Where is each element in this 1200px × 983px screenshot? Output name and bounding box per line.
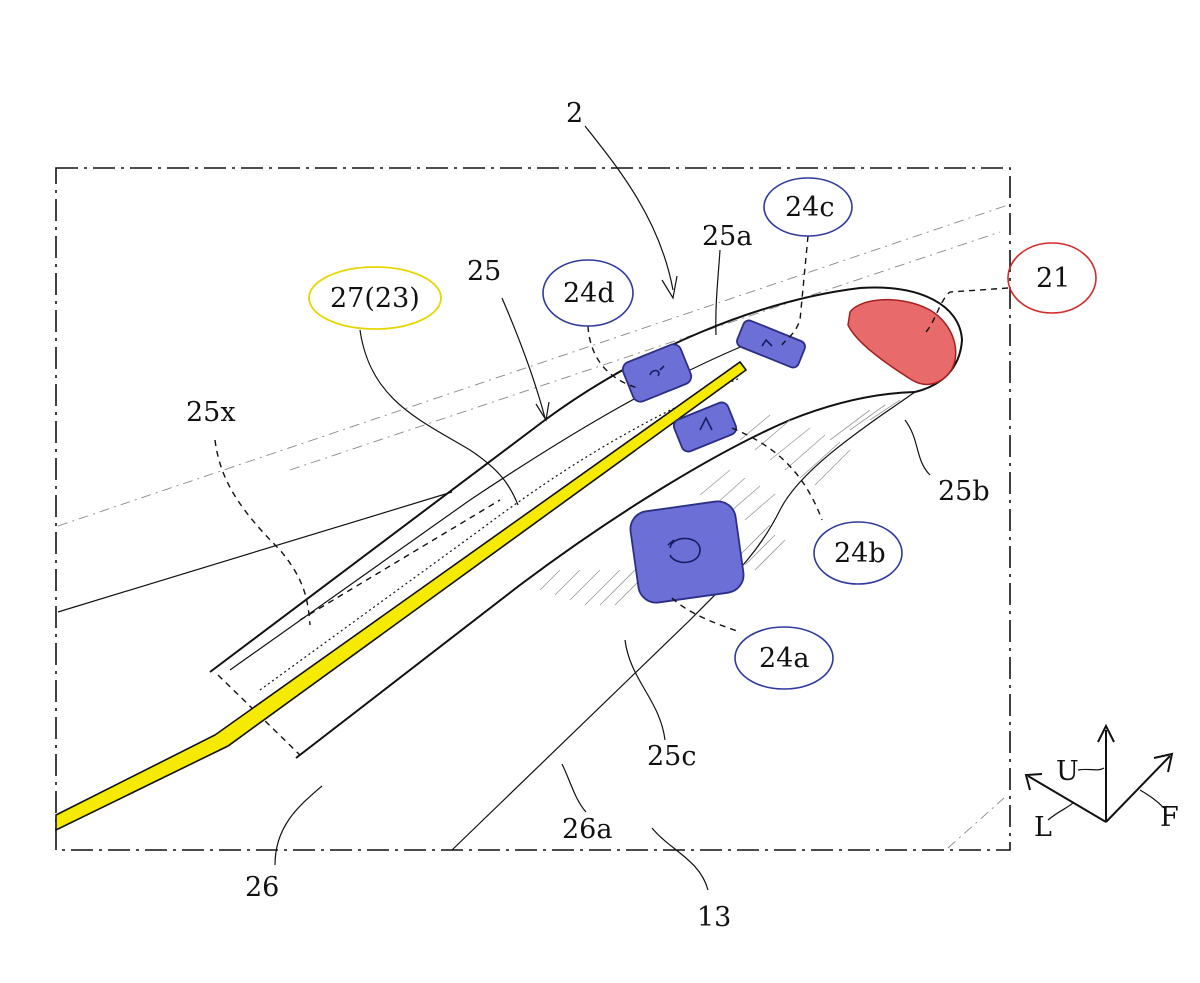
- red-sensor: [847, 299, 957, 386]
- leader-24b: [731, 427, 823, 521]
- arm-tip-contour: [451, 391, 916, 851]
- label-13: 13: [697, 902, 731, 933]
- circle-24a: [734, 626, 834, 690]
- label-26: 26: [245, 872, 279, 903]
- label-2: 2: [566, 98, 583, 129]
- button-24b: [672, 401, 738, 453]
- shading-hatch: [539, 399, 901, 606]
- circle-27-23: [308, 266, 442, 330]
- guide-line-lower: [289, 231, 1001, 471]
- button-24d: [621, 343, 693, 403]
- label-24a: 24a: [759, 643, 809, 674]
- arrowhead-25: [535, 401, 550, 422]
- guide-line-upper: [57, 204, 1009, 527]
- axis-label-up: U: [1056, 756, 1079, 787]
- leader-13: [651, 827, 709, 891]
- label-21: 21: [1036, 263, 1070, 294]
- axis-indicator: [1024, 723, 1174, 823]
- leader-25a: [715, 249, 721, 336]
- label-27-23: 27(23): [330, 283, 420, 314]
- body-line: [57, 491, 453, 613]
- label-24c: 24c: [785, 192, 834, 223]
- button-24c: [736, 319, 806, 369]
- label-24d: 24d: [563, 278, 615, 309]
- leader-25b: [904, 419, 931, 476]
- circle-24b: [813, 521, 903, 585]
- leader-25c: [624, 639, 666, 741]
- leader-21: [925, 287, 1009, 333]
- arm-lower-contour: [295, 391, 916, 759]
- label-24b: 24b: [834, 538, 886, 569]
- circle-24d: [542, 259, 634, 327]
- label-25c: 25c: [647, 741, 696, 772]
- groove-inner-top: [229, 344, 746, 671]
- label-25a: 25a: [702, 221, 752, 252]
- yellow-strip: [55, 360, 748, 832]
- leader-27-23: [359, 329, 519, 506]
- dash-dot-frame: [55, 167, 1011, 851]
- leader-26: [274, 785, 323, 866]
- label-26a: 26a: [562, 814, 612, 845]
- button-24a: [629, 500, 745, 604]
- leader-24c: [781, 235, 809, 346]
- groove-inner-bottom: [259, 377, 741, 691]
- leader-24d: [587, 325, 639, 389]
- leader-25x: [214, 439, 311, 626]
- label-25x: 25x: [186, 397, 236, 428]
- label-25b: 25b: [938, 476, 990, 507]
- axis-label-front: F: [1160, 802, 1179, 833]
- label-25: 25: [467, 256, 501, 287]
- guide-line-corner: [947, 797, 1005, 849]
- leader-2: [584, 125, 674, 291]
- circle-24c: [763, 177, 853, 237]
- leader-24a: [671, 597, 741, 633]
- arrowhead-2: [661, 275, 678, 300]
- leader-26a: [561, 763, 587, 813]
- leader-25: [501, 297, 546, 419]
- circle-21: [1007, 242, 1097, 314]
- axis-label-left: L: [1034, 812, 1052, 843]
